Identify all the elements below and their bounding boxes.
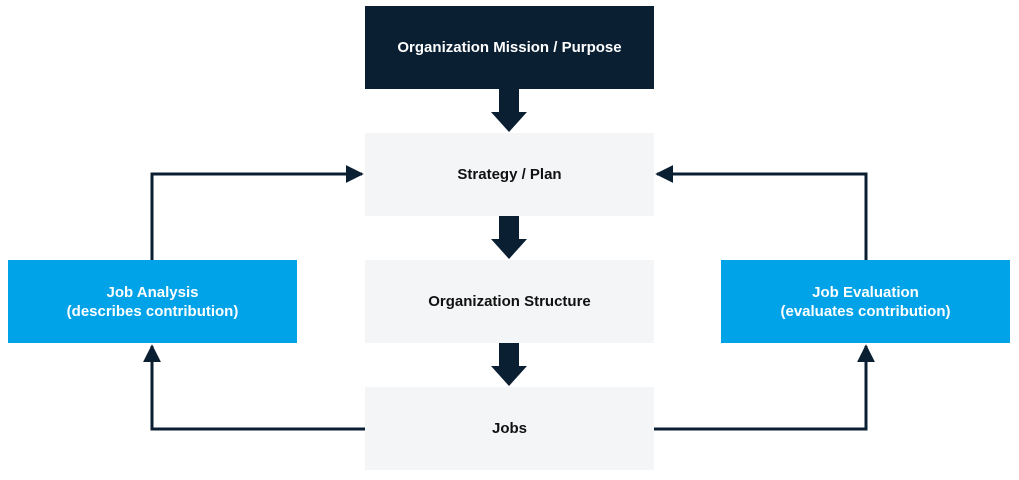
job-analysis-subtitle: (describes contribution) (66, 302, 239, 320)
organization-structure-label: Organization Structure (428, 293, 591, 310)
strategy-box: Strategy / Plan (365, 133, 654, 216)
organization-structure-box: Organization Structure (365, 260, 654, 343)
mission-box: Organization Mission / Purpose (365, 6, 654, 89)
jobs-label: Jobs (491, 420, 527, 437)
down-arrow-structure-to-jobs (491, 343, 527, 386)
mission-label: Organization Mission / Purpose (397, 39, 622, 56)
down-arrow-mission-to-strategy (491, 89, 527, 132)
job-evaluation-subtitle: (evaluates contribution) (780, 302, 951, 320)
jobs-box: Jobs (365, 387, 654, 470)
job-analysis-box: Job Analysis (describes contribution) (8, 260, 297, 343)
connector-job-analysis-to-strategy (150, 165, 364, 260)
job-evaluation-box: Job Evaluation (evaluates contribution) (721, 260, 1010, 343)
job-analysis-title: Job Analysis (106, 283, 199, 301)
connector-jobs-to-job-evaluation (654, 344, 875, 431)
job-evaluation-title: Job Evaluation (812, 283, 919, 301)
connector-jobs-to-job-analysis (143, 344, 365, 431)
strategy-label: Strategy / Plan (457, 166, 562, 183)
connector-job-evaluation-to-strategy (655, 165, 868, 260)
down-arrow-strategy-to-structure (491, 216, 527, 259)
